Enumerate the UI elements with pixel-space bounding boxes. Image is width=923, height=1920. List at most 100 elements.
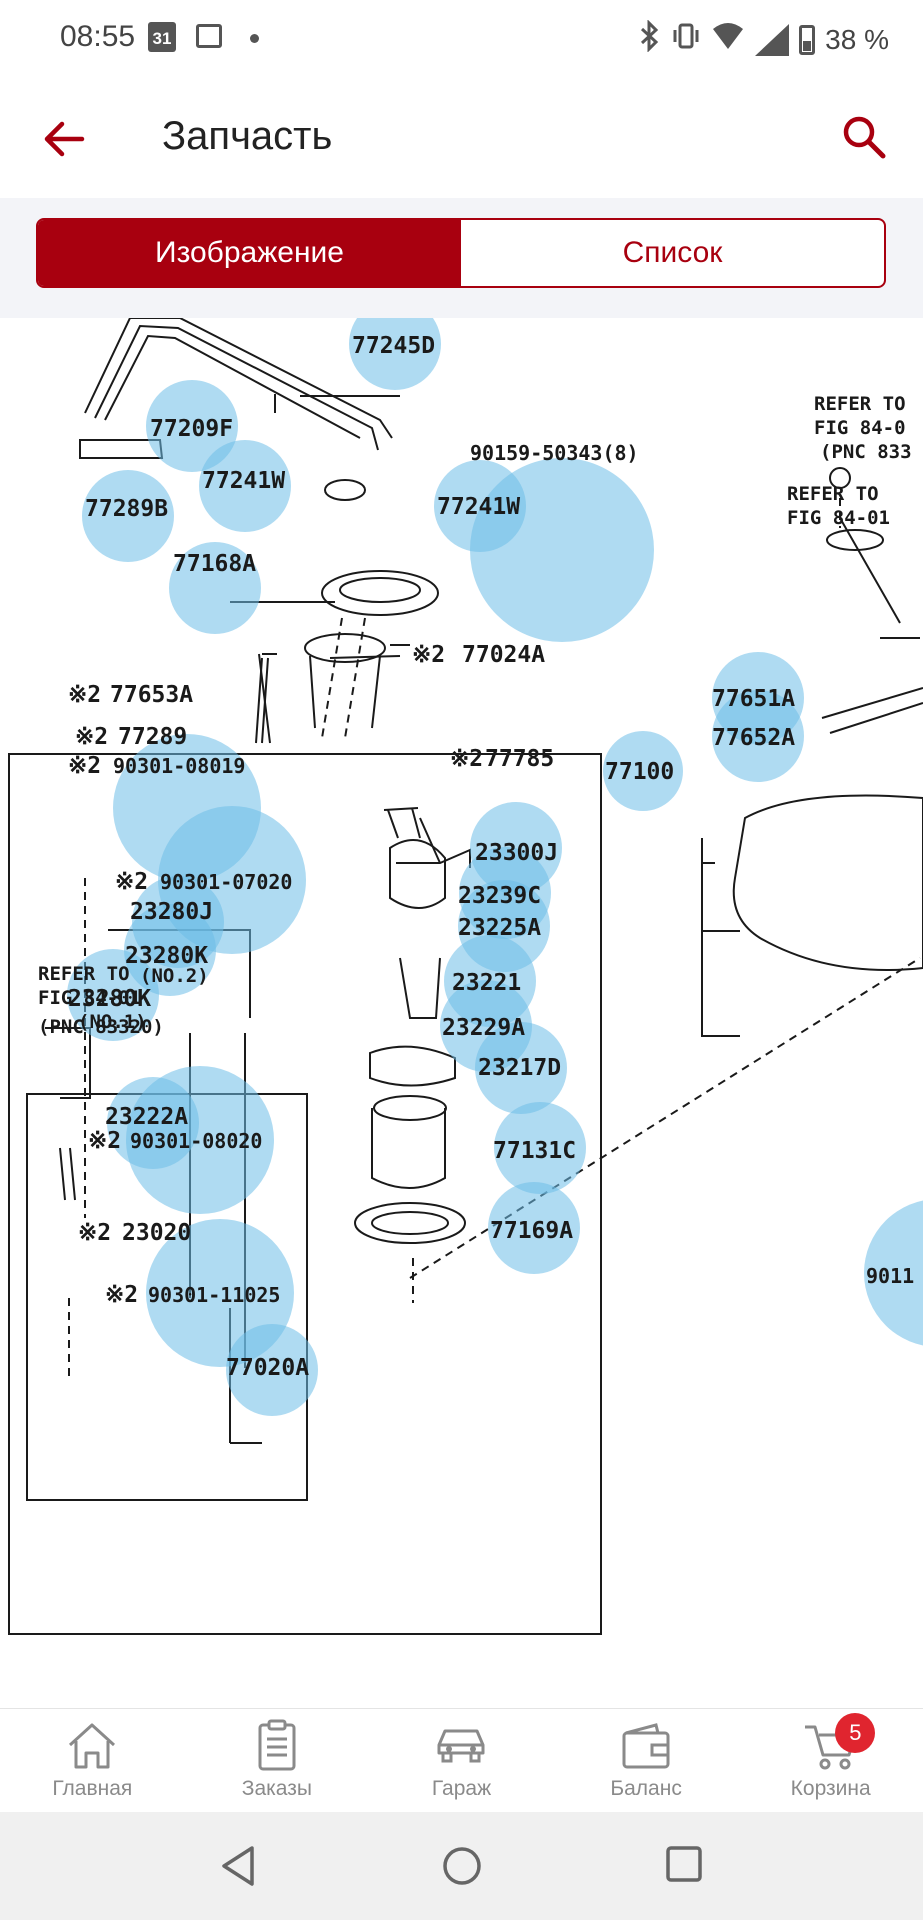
car-icon (437, 1729, 485, 1763)
signal-icon (755, 23, 790, 56)
nav-orders[interactable]: Заказы (185, 1709, 370, 1813)
part-label[interactable]: 90301-08019 (113, 754, 245, 778)
tab-list[interactable]: Список (622, 236, 723, 269)
part-label[interactable]: 77169A (490, 1218, 573, 1244)
hotspot-77652A[interactable] (712, 690, 804, 782)
part-label-note: (NO.1) (78, 1011, 147, 1033)
search-icon[interactable] (839, 112, 889, 162)
part-label[interactable]: 90301-08020 (130, 1129, 262, 1153)
nav-garage[interactable]: Гараж (369, 1709, 554, 1813)
note-pnc-2: (PNC 833 (820, 441, 912, 463)
note-fig-2: FIG 84-0 (814, 417, 906, 439)
nav-home[interactable]: Главная (0, 1709, 185, 1813)
note-refer-3: REFER TO (787, 483, 879, 505)
part-label[interactable]: 23300J (475, 840, 558, 866)
hotspot-77131C[interactable] (494, 1102, 586, 1194)
nav-balance-label: Баланс (610, 1777, 682, 1800)
note-fig-3: FIG 84-01 (787, 507, 890, 529)
hotspot-layer[interactable] (67, 318, 923, 1416)
part-label[interactable]: 23222A (105, 1104, 188, 1130)
part-labels: 77245D 77209F 77241W 77289B 77241W 90159… (68, 333, 914, 1381)
part-label[interactable]: 77785 (485, 746, 554, 772)
hotspot-77169A[interactable] (488, 1182, 580, 1274)
part-label[interactable]: 77168A (173, 551, 256, 577)
mark: ※2 (115, 869, 148, 895)
clipboard-icon (258, 1719, 296, 1771)
hotspot-90159-50343[interactable] (470, 458, 654, 642)
part-label[interactable]: 23229A (442, 1015, 525, 1041)
part-label[interactable]: 90159-50343(8) (470, 441, 639, 465)
diagram-marks: ※2 ※2 ※2 ※2 ※2 ※2 ※2 ※2 ※2 ※2 (68, 642, 483, 1308)
part-label[interactable]: 77241W (437, 494, 520, 520)
diagram-notes: REFER TO FIG 84-01 (PNC 83320) REFER TO … (38, 393, 912, 1038)
part-label[interactable]: 23217D (478, 1055, 561, 1081)
mark: ※2 (68, 753, 101, 779)
hotspot-77100[interactable] (603, 731, 683, 811)
part-label[interactable]: 77131C (493, 1138, 576, 1164)
part-label[interactable]: 23280K (68, 986, 151, 1012)
part-label[interactable]: 77245D (352, 333, 435, 359)
home-icon (69, 1723, 116, 1769)
hotspot-23280K-1[interactable] (67, 949, 159, 1041)
part-label[interactable]: 9011 (866, 1264, 914, 1288)
notification-dot-icon (250, 34, 259, 43)
part-label[interactable]: 77020A (226, 1355, 309, 1381)
system-recents-icon[interactable] (664, 1844, 704, 1884)
mark: ※2 (412, 642, 445, 668)
hotspot-9011[interactable] (864, 1199, 923, 1347)
tab-image[interactable]: Изображение (38, 220, 461, 286)
part-label[interactable]: 77289 (118, 724, 187, 750)
hotspot-77020A[interactable] (226, 1324, 318, 1416)
nav-home-label: Главная (52, 1777, 133, 1800)
part-label[interactable]: 77651A (712, 686, 795, 712)
part-label[interactable]: 23239C (458, 883, 541, 909)
mark: ※2 (88, 1128, 121, 1154)
hotspot-77245D[interactable] (349, 318, 441, 390)
system-home-icon[interactable] (440, 1844, 484, 1888)
part-label[interactable]: 77209F (150, 416, 233, 442)
wifi-icon (711, 21, 745, 58)
cart-badge: 5 (835, 1713, 876, 1753)
parts-diagram[interactable]: REFER TO FIG 84-01 (PNC 83320) REFER TO … (0, 318, 923, 1708)
part-label[interactable]: 77652A (712, 725, 795, 751)
app-bar: Запчасть (0, 78, 923, 198)
hotspot-90301-08020[interactable] (126, 1066, 274, 1214)
mark: ※2 (78, 1220, 111, 1246)
part-label[interactable]: 77653A (110, 682, 193, 708)
part-label[interactable]: 77100 (605, 759, 674, 785)
mark: ※2 (105, 1282, 138, 1308)
part-label[interactable]: 23280J (130, 899, 213, 925)
calendar-icon: 31 (148, 22, 176, 52)
mark: ※2 (450, 746, 483, 772)
hotspot-77209F[interactable] (146, 380, 238, 472)
note-refer-1: REFER TO (38, 963, 130, 985)
part-label[interactable]: 77289B (85, 496, 168, 522)
bluetooth-icon (639, 19, 661, 59)
part-label[interactable]: 23280K (125, 943, 208, 969)
mark: ※2 (75, 724, 108, 750)
hotspot-23217D[interactable] (475, 1022, 567, 1114)
part-label[interactable]: 77241W (202, 468, 285, 494)
view-toggle-bar: Изображение Список (0, 198, 923, 318)
part-label[interactable]: 23221 (452, 970, 521, 996)
part-label[interactable]: 23225A (458, 915, 541, 941)
hotspot-77289B[interactable] (82, 470, 174, 562)
nav-orders-label: Заказы (241, 1777, 312, 1800)
part-label[interactable]: 90301-07020 (160, 870, 292, 894)
part-label-note: (NO.2) (140, 965, 209, 987)
part-label[interactable]: 90301-11025 (148, 1283, 280, 1307)
battery-percent: 38 % (825, 23, 889, 55)
view-toggle: Изображение Список (36, 218, 886, 288)
nav-cart[interactable]: Корзина 5 (738, 1709, 923, 1813)
hotspot-77241W-a[interactable] (199, 440, 291, 532)
system-back-icon[interactable] (218, 1844, 258, 1888)
part-label[interactable]: 77024A (462, 642, 545, 668)
battery-icon (799, 24, 816, 55)
nav-balance[interactable]: Баланс (554, 1709, 739, 1813)
nav-garage-label: Гараж (431, 1777, 492, 1800)
back-arrow-icon[interactable] (40, 114, 90, 164)
hotspot-77168A[interactable] (169, 542, 261, 634)
part-label[interactable]: 23020 (122, 1220, 191, 1246)
note-refer-2: REFER TO (814, 393, 906, 415)
parts-diagram-svg[interactable]: REFER TO FIG 84-01 (PNC 83320) REFER TO … (0, 318, 923, 1708)
